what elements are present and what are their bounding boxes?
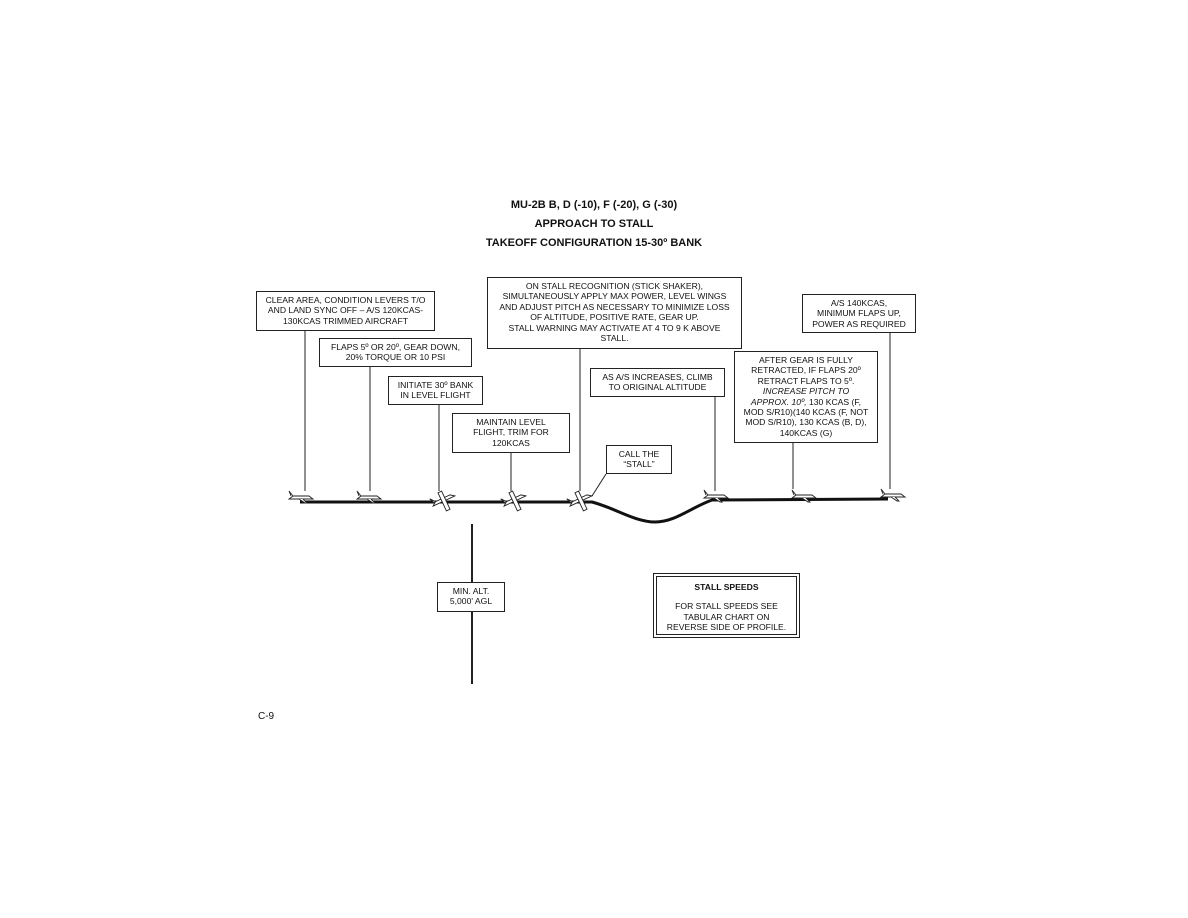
stall-speeds-box: STALL SPEEDS FOR STALL SPEEDS SEE TABULA… — [653, 573, 800, 638]
gear-retracted-main-text: AFTER GEAR IS FULLY RETRACTED, IF FLAPS … — [751, 355, 861, 386]
step-call-stall: CALL THE “STALL” — [606, 445, 672, 474]
min-altitude-box: MIN. ALT. 5,000' AGL — [437, 582, 505, 612]
gear-retracted-tail-text: 130 KCAS (F, MOD S/R10)(140 KCAS (F, NOT… — [743, 396, 869, 438]
aircraft-level-4-icon — [790, 489, 818, 503]
gear-retracted-italic-text: INCREASE PITCH TO APPROX. 10º, — [750, 386, 850, 407]
page-number: C-9 — [258, 711, 275, 722]
stall-speeds-inner: STALL SPEEDS FOR STALL SPEEDS SEE TABULA… — [656, 576, 797, 635]
step-climb-altitude: AS A/S INCREASES, CLIMB TO ORIGINAL ALTI… — [590, 368, 725, 397]
aircraft-level-5-icon — [879, 488, 907, 502]
step-flaps-gear: FLAPS 5º OR 20º, GEAR DOWN, 20% TORQUE O… — [319, 338, 472, 367]
aircraft-banked-3-icon — [566, 490, 594, 512]
stall-speeds-heading: STALL SPEEDS — [694, 582, 759, 592]
aircraft-level-3-icon — [702, 489, 730, 503]
diagram-configuration: TAKEOFF CONFIGURATION 15-30º BANK — [485, 237, 703, 249]
stall-speeds-note: FOR STALL SPEEDS SEE TABULAR CHART ON RE… — [666, 601, 787, 633]
step-stall-recognition: ON STALL RECOGNITION (STICK SHAKER), SIM… — [487, 277, 742, 349]
aircraft-icons — [287, 488, 907, 512]
step-maintain-level: MAINTAIN LEVEL FLIGHT, TRIM FOR 120KCAS — [452, 413, 570, 453]
aircraft-level-2-icon — [355, 490, 383, 504]
step-final-config: A/S 140KCAS, MINIMUM FLAPS UP, POWER AS … — [802, 294, 916, 333]
connector-call-stall — [591, 473, 607, 497]
aircraft-banked-2-icon — [500, 490, 528, 512]
step-initiate-bank: INITIATE 30º BANK IN LEVEL FLIGHT — [388, 376, 483, 405]
aircraft-level-1-icon — [287, 490, 315, 504]
step-clear-area: CLEAR AREA, CONDITION LEVERS T/O AND LAN… — [256, 291, 435, 331]
diagram-subtitle: APPROACH TO STALL — [534, 218, 654, 230]
diagram-title: MU-2B B, D (-10), F (-20), G (-30) — [510, 199, 678, 211]
aircraft-banked-1-icon — [429, 490, 457, 512]
flight-path — [300, 497, 889, 524]
step-gear-retracted: AFTER GEAR IS FULLY RETRACTED, IF FLAPS … — [734, 351, 878, 443]
